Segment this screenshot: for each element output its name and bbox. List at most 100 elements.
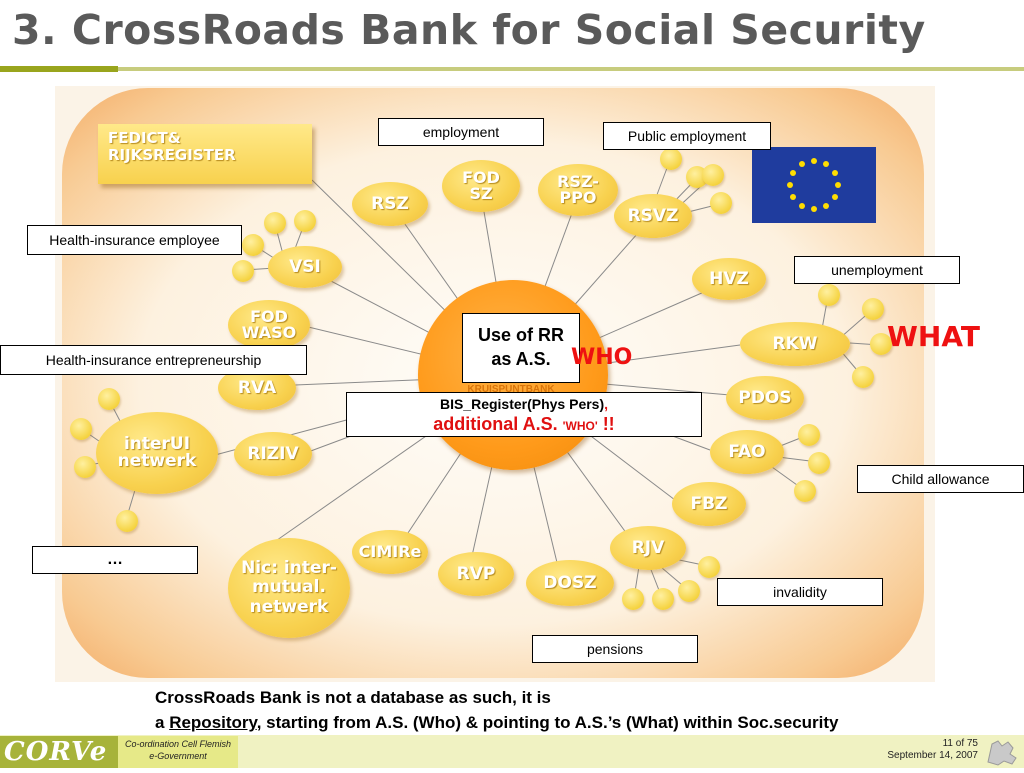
node-label: RSVZ xyxy=(627,205,679,226)
use-of-rr-text: Use of RR as A.S. xyxy=(477,325,564,370)
footer-org-line-2: e-Government xyxy=(149,751,207,761)
label-unemployment: unemployment xyxy=(794,256,960,284)
leaf-node xyxy=(702,164,724,186)
bis-line-1: BIS_Register(Phys Pers), xyxy=(347,396,701,414)
slide-title: 3. CrossRoads Bank for Social Security xyxy=(12,6,926,54)
leaf-node xyxy=(242,234,264,256)
leaf-node xyxy=(660,148,682,170)
node-cimire: CIMIRe xyxy=(352,530,428,574)
title-underline-accent xyxy=(0,66,118,72)
leaf-node xyxy=(808,452,830,474)
use-of-rr-box: Use of RR as A.S. xyxy=(462,313,580,383)
bis-register-text: BIS_Register(Phys Pers) xyxy=(439,396,605,412)
node-label: RVA xyxy=(237,377,277,398)
fedict-label: FEDICT& RIJKSREGISTER xyxy=(108,129,236,165)
leaf-node xyxy=(852,366,874,388)
label-employment: employment xyxy=(378,118,544,146)
node-rkw: RKW xyxy=(740,322,850,366)
node-nic-intermutual-netwerk: Nic: inter- mutual. netwerk xyxy=(228,538,350,638)
node-hvz: HVZ xyxy=(692,258,766,300)
node-label: RIZIV xyxy=(247,443,299,464)
node-vsi: VSI xyxy=(268,246,342,288)
fedict-rijksregister-box: FEDICT& RIJKSREGISTER xyxy=(98,124,312,184)
leaf-node xyxy=(652,588,674,610)
leaf-node xyxy=(232,260,254,282)
caption-prefix: a xyxy=(155,713,170,732)
caption-line-1: CrossRoads Bank is not a database as suc… xyxy=(155,688,551,707)
node-fod-waso: FOD WASO xyxy=(228,300,310,350)
node-interui-netwerk: interUI netwerk xyxy=(96,412,218,494)
leaf-node xyxy=(74,456,96,478)
leaf-node xyxy=(294,210,316,232)
footer-org-background xyxy=(118,736,238,768)
corve-logo: CORVe xyxy=(0,736,118,768)
leaf-node xyxy=(264,212,286,234)
flemish-lion-icon xyxy=(980,736,1024,768)
leaf-node xyxy=(70,418,92,440)
lion-emblem-shape xyxy=(987,740,1017,766)
who-label: WHO xyxy=(571,345,633,370)
bis-register-box: BIS_Register(Phys Pers), additional A.S.… xyxy=(346,392,702,437)
node-label: PDOS xyxy=(738,387,792,408)
node-fbz: FBZ xyxy=(672,482,746,526)
label-health-insurance-employee: Health-insurance employee xyxy=(27,225,242,255)
eu-stars xyxy=(787,158,841,212)
bis-comma: , xyxy=(604,396,609,412)
node-label: RJV xyxy=(631,537,665,558)
leaf-node xyxy=(870,333,892,355)
footer-page-info: 11 of 75 September 14, 2007 xyxy=(870,738,978,762)
node-label: CIMIRe xyxy=(358,542,422,561)
what-label: WHAT xyxy=(887,320,980,353)
page-number: 11 of 75 xyxy=(942,738,978,749)
label-more-ellipsis: … xyxy=(32,546,198,574)
label-invalidity: invalidity xyxy=(717,578,883,606)
node-label: RSZ- PPO xyxy=(557,172,599,207)
hub-label: KRUISPUNTBANK xyxy=(467,384,555,395)
node-fod-sz: FOD SZ xyxy=(442,160,520,212)
node-pdos: PDOS xyxy=(726,376,804,420)
node-label: FOD SZ xyxy=(462,168,500,203)
node-label: DOSZ xyxy=(543,572,597,593)
additional-as-exclaim: !! xyxy=(597,414,615,434)
additional-as-text: additional A.S. xyxy=(433,414,563,434)
node-label: Nic: inter- mutual. netwerk xyxy=(241,557,337,617)
node-label: FAO xyxy=(728,441,766,462)
label-pensions: pensions xyxy=(532,635,698,663)
node-rvp: RVP xyxy=(438,552,514,596)
leaf-node xyxy=(710,192,732,214)
caption-rest: , starting from A.S. (Who) & pointing to… xyxy=(256,713,839,732)
title-underline xyxy=(118,67,1024,71)
node-label: FOD WASO xyxy=(241,307,297,342)
leaf-node xyxy=(678,580,700,602)
additional-as-who: 'WHO' xyxy=(562,419,598,433)
node-label: RSZ xyxy=(371,193,409,214)
footer-org-line-1: Co-ordination Cell Flemish xyxy=(124,739,232,749)
node-riziv: RIZIV xyxy=(234,432,312,476)
leaf-node xyxy=(862,298,884,320)
node-label: FBZ xyxy=(690,493,728,514)
node-label: RVP xyxy=(456,563,496,584)
leaf-node xyxy=(818,284,840,306)
leaf-node xyxy=(798,424,820,446)
node-label: VSI xyxy=(289,256,321,277)
label-public-employment: Public employment xyxy=(603,122,771,150)
node-label: RKW xyxy=(772,333,818,354)
footer-date: September 14, 2007 xyxy=(887,750,978,761)
repository-link[interactable]: Repository xyxy=(169,713,257,732)
node-rsz: RSZ xyxy=(352,182,428,226)
node-label: interUI netwerk xyxy=(117,434,197,471)
leaf-node xyxy=(98,388,120,410)
node-dosz: DOSZ xyxy=(526,560,614,606)
node-label: HVZ xyxy=(709,268,749,289)
bis-line-2: additional A.S. 'WHO' !! xyxy=(347,414,701,435)
slide-caption: CrossRoads Bank is not a database as suc… xyxy=(155,685,839,735)
leaf-node xyxy=(698,556,720,578)
label-health-insurance-entrepreneurship: Health-insurance entrepreneurship xyxy=(0,345,307,375)
node-rsz-ppo: RSZ- PPO xyxy=(538,164,618,216)
footer-organisation: Co-ordination Cell Flemish e-Government xyxy=(118,738,238,762)
node-rjv: RJV xyxy=(610,526,686,570)
leaf-node xyxy=(622,588,644,610)
leaf-node xyxy=(794,480,816,502)
node-fao: FAO xyxy=(710,430,784,474)
caption-line-2: a Repository, starting from A.S. (Who) &… xyxy=(155,710,839,735)
